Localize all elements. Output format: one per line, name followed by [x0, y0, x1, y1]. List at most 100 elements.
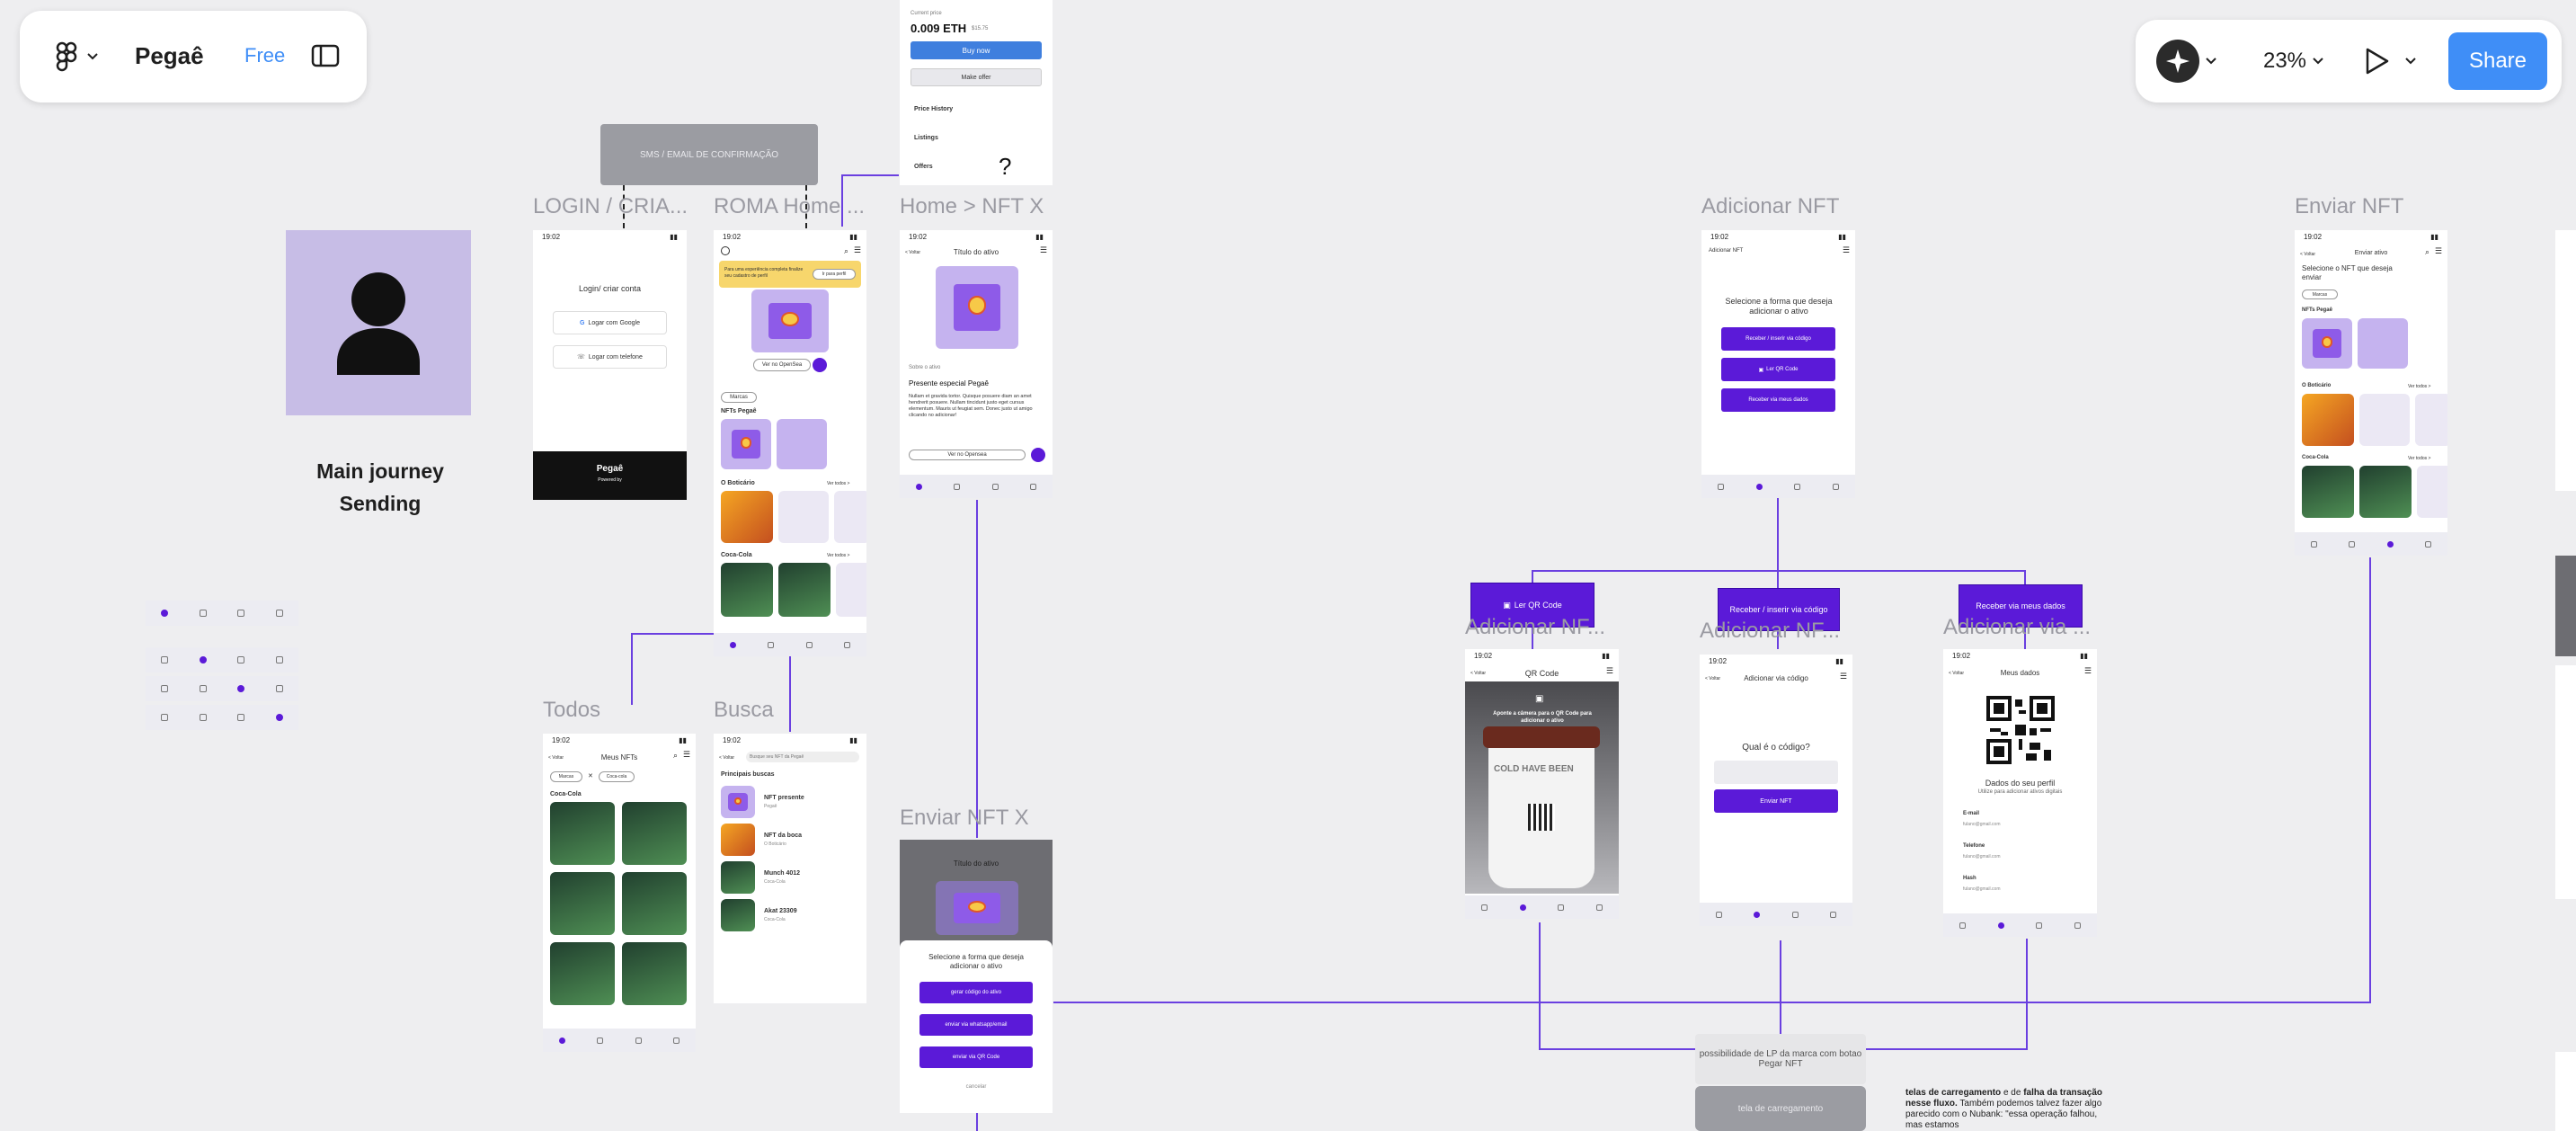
send-icon[interactable] — [2386, 540, 2394, 548]
home-icon[interactable] — [2310, 540, 2317, 548]
profile-icon[interactable] — [1596, 904, 1603, 911]
nft-card[interactable] — [622, 872, 687, 935]
back-link[interactable]: < Voltar — [548, 755, 564, 761]
filter-chip[interactable]: Marcas — [2302, 289, 2338, 299]
menu-icon[interactable]: ☰ — [1839, 672, 1847, 681]
filter-chip[interactable]: Marcas — [550, 771, 582, 782]
search-input[interactable] — [746, 752, 859, 762]
opensea-button[interactable]: Ver no Opensea — [909, 450, 1026, 460]
nft-card[interactable] — [2417, 466, 2447, 518]
nft-card[interactable] — [777, 419, 827, 469]
profile-icon[interactable] — [1030, 483, 1037, 490]
nft-card[interactable] — [721, 563, 773, 617]
nft-card[interactable] — [2359, 394, 2410, 446]
present-button[interactable] — [2357, 41, 2396, 81]
filter-chip[interactable]: Coca-cola — [599, 771, 635, 782]
menu-icon[interactable]: ☰ — [2434, 246, 2442, 255]
profile-icon[interactable] — [673, 1037, 680, 1044]
featured-nft[interactable] — [751, 289, 829, 352]
code-input[interactable] — [1714, 761, 1838, 784]
add-icon[interactable] — [1755, 483, 1763, 490]
back-link[interactable]: < Voltar — [1705, 676, 1721, 681]
banner-profile-button[interactable]: Ir para perfil — [813, 269, 856, 280]
add-icon[interactable] — [1997, 922, 2004, 929]
send-icon[interactable] — [991, 483, 999, 490]
search-result-thumb[interactable] — [721, 899, 755, 931]
read-qr-button[interactable]: ▣Ler QR Code — [1721, 358, 1835, 381]
profile-icon[interactable] — [844, 641, 851, 648]
see-all-link[interactable]: Ver todos > — [2408, 456, 2431, 461]
see-all-link[interactable]: Ver todos > — [827, 481, 850, 486]
back-link[interactable]: < Voltar — [719, 755, 735, 761]
nft-card[interactable] — [2302, 394, 2354, 446]
receive-code-button[interactable]: Receber / inserir via código — [1721, 327, 1835, 351]
send-icon[interactable] — [1794, 483, 1801, 490]
search-result-thumb[interactable] — [721, 861, 755, 894]
search-result-name[interactable]: Munch 4012 — [764, 870, 801, 877]
nft-card[interactable] — [778, 491, 829, 543]
plan-badge[interactable]: Free — [244, 44, 286, 67]
nft-card[interactable] — [834, 491, 866, 543]
profile-icon[interactable] — [2425, 540, 2432, 548]
generate-code-button[interactable]: gerar código do ativo — [919, 982, 1033, 1003]
menu-icon[interactable]: ☰ — [1605, 666, 1613, 675]
home-icon[interactable] — [558, 1037, 565, 1044]
menu-icon[interactable]: ☰ — [1842, 245, 1850, 254]
home-icon[interactable] — [1717, 483, 1724, 490]
nft-card[interactable] — [622, 942, 687, 1005]
back-link[interactable]: < Voltar — [1949, 671, 1965, 676]
see-all-link[interactable]: Ver todos > — [827, 553, 850, 558]
back-link[interactable]: < Voltar — [1470, 671, 1487, 676]
share-button[interactable]: Share — [2448, 32, 2547, 90]
menu-icon[interactable]: ☰ — [2083, 666, 2092, 675]
add-icon[interactable] — [1754, 911, 1761, 918]
menu-icon[interactable]: ☰ — [1039, 245, 1047, 254]
nft-card[interactable] — [2415, 394, 2447, 446]
fab-add-icon[interactable] — [813, 358, 827, 372]
profile-icon[interactable] — [2074, 922, 2082, 929]
price-history-row[interactable]: Price History — [914, 106, 954, 112]
nft-card[interactable] — [721, 419, 771, 469]
add-icon[interactable] — [597, 1037, 604, 1044]
make-offer-button[interactable]: Make offer — [910, 68, 1042, 86]
field-value-email[interactable]: fulano@gmail.com — [1963, 822, 2001, 827]
offers-row[interactable]: Offers — [914, 164, 933, 170]
back-link[interactable]: < Voltar — [2300, 252, 2316, 257]
home-icon[interactable] — [1715, 911, 1722, 918]
nft-card[interactable] — [2359, 466, 2412, 518]
opensea-button[interactable]: Ver no OpenSea — [753, 359, 811, 371]
add-icon[interactable] — [2349, 540, 2356, 548]
menu-icon[interactable]: ☰ — [853, 245, 861, 254]
avatar-button[interactable] — [2155, 38, 2218, 85]
search-icon[interactable]: ⌕ — [672, 751, 678, 760]
home-icon[interactable] — [1480, 904, 1488, 911]
send-icon[interactable] — [1791, 911, 1799, 918]
close-icon[interactable]: ✕ — [588, 773, 593, 779]
search-icon[interactable]: ⌕ — [843, 246, 848, 255]
home-icon[interactable] — [915, 483, 922, 490]
present-options-button[interactable] — [2400, 49, 2421, 74]
listings-row[interactable]: Listings — [914, 135, 938, 141]
zoom-control[interactable]: 23% — [2258, 41, 2330, 81]
fab-send-icon[interactable] — [1031, 448, 1045, 462]
brand-filter-chip[interactable]: Marcas — [721, 392, 757, 403]
cancel-link[interactable]: cancelar — [965, 1084, 987, 1090]
profile-icon[interactable] — [1830, 911, 1837, 918]
nft-card[interactable] — [550, 942, 615, 1005]
send-icon[interactable] — [2036, 922, 2043, 929]
see-all-link[interactable]: Ver todos > — [2408, 384, 2431, 389]
buy-now-button[interactable]: Buy now — [910, 41, 1042, 59]
search-result-name[interactable]: NFT da boca — [764, 833, 803, 839]
send-icon[interactable] — [635, 1037, 642, 1044]
add-icon[interactable] — [768, 641, 775, 648]
submit-code-button[interactable]: Enviar NFT — [1714, 789, 1838, 813]
send-whatsapp-button[interactable]: enviar via whatsapp/email — [919, 1014, 1033, 1036]
receive-data-button[interactable]: Receber via meus dados — [1721, 388, 1835, 412]
nft-card[interactable] — [2302, 318, 2352, 369]
search-result-thumb[interactable] — [721, 786, 755, 818]
file-name[interactable]: Pegaê — [135, 41, 204, 69]
phone-login-button[interactable]: ☏Logar com telefone — [553, 345, 667, 369]
search-icon[interactable]: ⌕ — [2424, 247, 2429, 256]
sidebar-toggle-button[interactable] — [307, 38, 343, 74]
